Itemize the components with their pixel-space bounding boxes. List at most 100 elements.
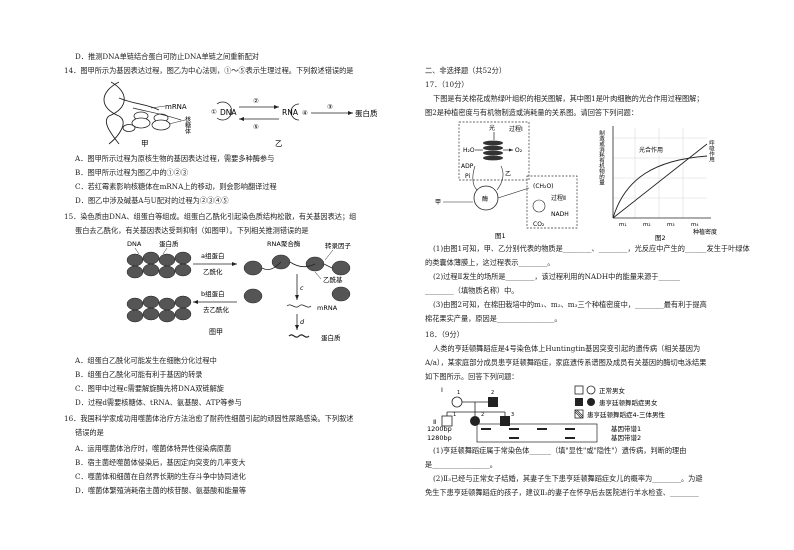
fig2-caption: 图2 [655, 234, 666, 242]
svg-text:m₁: m₁ [619, 222, 627, 228]
pedigree-i1 [451, 396, 463, 408]
q14-option-b: B．图甲所示过程为图乙中的①②③ [75, 168, 189, 177]
fig14-jia-caption: 甲 [141, 139, 149, 148]
pedigree-ii1 [441, 415, 453, 427]
svg-text:2: 2 [491, 390, 494, 396]
ribosome-drawing [122, 111, 171, 132]
fig14-dna: DNA [220, 108, 237, 117]
fig14-yi-caption: 乙 [275, 139, 283, 148]
legend-affected-male [575, 398, 583, 406]
q17-number: 17．（10分） [425, 80, 469, 89]
q17-part2: (2)过程Ⅱ发生的场所是________，该过程利用的NADH中的能量来源于__… [433, 272, 681, 281]
svg-text:乙: 乙 [505, 171, 511, 178]
q16-option-c: C．噬菌体和细菌在自然界长期的生存斗争中协同进化 [75, 472, 246, 481]
q17-intro-line1: 下图是有关棉花成熟绿叶组织的相关图解，其中图1是叶肉细胞的光合作用过程图解； [433, 94, 704, 103]
svg-text:1: 1 [453, 412, 456, 418]
svg-text:光合作用: 光合作用 [639, 146, 663, 154]
svg-text:①: ① [211, 108, 217, 116]
photosynthesis-curve [612, 155, 708, 219]
figure-15: DNA 蛋白质 a组蛋白 乙酰化 b组蛋白 去乙酰化 [126, 239, 352, 342]
fig14-ribosome-label: 核糖体 [184, 115, 191, 135]
q18-intro-line3: 如下图所示。回答下列问题： [425, 372, 519, 381]
fig2-ylabel: 制造或消耗有机物的量 [598, 129, 605, 187]
q18-part2: (2)Ⅱ₃已经与正常女子结婚，其妻子生下患亨廷顿舞蹈症女儿的概率为_______… [433, 474, 703, 483]
section-title: 二、非选择题（共52分） [425, 66, 507, 75]
svg-text:ADP: ADP [461, 163, 474, 170]
svg-text:乙酰化: 乙酰化 [203, 267, 223, 276]
protein-chain [288, 334, 310, 338]
q18-intro-line1: 人类的亨廷顿舞蹈症是4号染色体上Huntingtin基因突变引起的遗传病（相关基… [433, 344, 701, 353]
svg-text:RNA聚合酶: RNA聚合酶 [267, 239, 301, 248]
q16-stem-line1: 16．我国科学家成功用噬菌体治疗方法治愈了耐药性细菌引起的顽固性尿路感染。下列叙… [64, 414, 354, 423]
svg-text:d: d [300, 318, 305, 326]
fig1-caption: 图1 [495, 232, 506, 240]
svg-text:②: ② [253, 97, 259, 105]
svg-text:1200bp: 1200bp [427, 425, 452, 433]
svg-text:(CH₂O): (CH₂O) [533, 183, 554, 190]
fig14-mrna-label: mRNA [165, 103, 187, 111]
svg-text:呼吸作用: 呼吸作用 [708, 140, 715, 164]
mrna-wave [286, 304, 312, 308]
q17-intro-line2: 图2是种植密度与有机物制造或消耗量的关系图。请回答下列问题： [425, 108, 639, 117]
q18-part1: (1)亨廷顿舞蹈症属于常染色体______（填"显性"或"隐性"）遗传病，判断的… [433, 446, 687, 455]
svg-text:Pi: Pi [465, 173, 470, 180]
q14-stem: 14．图甲所示为基因表达过程，图乙为中心法则，①～⑤表示生理过程。下列叙述错误的… [64, 66, 354, 75]
q15-option-b: B．组蛋白乙酰化可能有利于基因的转录 [75, 370, 203, 379]
legend-normal-female [586, 385, 596, 395]
central-dogma-diagram: ① DNA ② ⑤ RNA ④ ③ 蛋白质 乙 [211, 97, 378, 148]
q14-option-c: C．若红霉素影响核糖体在mRNA上的移动，则会影响翻译过程 [75, 182, 277, 191]
pedigree-figure: Ⅰ 1 2 Ⅱ 1 2 3 正常男女 患亨廷顿舞蹈症男女 患亨廷顿舞蹈症4-三体… [427, 385, 665, 443]
svg-text:O₂: O₂ [515, 147, 523, 154]
svg-text:NADH: NADH [551, 211, 569, 218]
fig2-grid [613, 128, 707, 218]
svg-text:患亨廷顿舞蹈症男女: 患亨廷顿舞蹈症男女 [599, 398, 658, 407]
svg-text:CO₂: CO₂ [533, 221, 545, 228]
svg-text:m₃: m₃ [667, 222, 675, 228]
svg-text:mRNA: mRNA [317, 304, 338, 312]
q15-option-c: C．图甲中过程c需要解旋酶先将DNA双链解旋 [75, 384, 224, 393]
svg-text:患亨廷顿舞蹈症4-三体男性: 患亨廷顿舞蹈症4-三体男性 [587, 410, 665, 419]
q14-option-a: A．图甲所示过程为原核生物的基因表达过程，需要多种酶参与 [75, 154, 275, 163]
svg-text:正常男女: 正常男女 [599, 386, 626, 395]
q15-stem-line1: 15．染色质由DNA、组蛋白等组成。组蛋白乙酰化引起染色质结构松散，有关基因表达… [64, 212, 357, 221]
svg-text:乙酰基: 乙酰基 [323, 275, 343, 284]
compact-chromatin-2 [126, 295, 192, 323]
gel-box [476, 423, 598, 443]
svg-text:2: 2 [481, 412, 484, 418]
mrna-strand [132, 107, 182, 121]
svg-text:c: c [300, 284, 304, 292]
svg-text:去乙酰化: 去乙酰化 [203, 305, 230, 314]
fig2-xlabel: 种植密度 [693, 228, 717, 236]
q18-number: 18．（9分） [425, 330, 464, 339]
figure-14: mRNA 核糖体 甲 ① DNA ② ⑤ RNA ④ ③ 蛋白质 乙 [103, 81, 378, 148]
svg-text:⑤: ⑤ [253, 123, 259, 131]
q17-part3-cont: 棉花果实产量，原因是________________。 [425, 314, 562, 323]
svg-text:④: ④ [302, 109, 308, 117]
svg-text:H₂O: H₂O [463, 147, 475, 154]
q16-option-b: B．宿主菌经噬菌体侵染后，基因定向突变的几率变大 [75, 458, 246, 467]
svg-text:基因带谱1: 基因带谱1 [611, 424, 641, 433]
q18-intro-line2: A/a），某家庭部分成员患亨廷顿舞蹈症，家庭遗传系谱图及成员有关基因的酶切电泳结… [425, 358, 707, 367]
q16-stem-line2: 错误的是 [75, 428, 104, 437]
svg-text:b组蛋白: b组蛋白 [201, 289, 225, 298]
svg-text:转录因子: 转录因子 [325, 241, 352, 250]
svg-text:酶: 酶 [482, 195, 488, 203]
fig14-protein: 蛋白质 [355, 108, 378, 118]
svg-text:Ⅱ: Ⅱ [433, 418, 436, 426]
gel-bands [481, 428, 575, 439]
legend-fetus [574, 409, 584, 419]
svg-text:DNA: DNA [127, 240, 142, 248]
svg-text:③: ③ [327, 103, 333, 111]
svg-text:m₂: m₂ [643, 222, 651, 228]
pedigree-i2 [488, 397, 498, 407]
svg-text:1: 1 [457, 390, 460, 396]
fig15-caption: 图甲 [209, 328, 223, 336]
q17-part2-cont: ________（填物质名称）中。 [425, 286, 519, 295]
q17-part1: (1)由图1可知，甲、乙分别代表的物质是________、________，光反… [433, 244, 750, 253]
q16-option-a: A．运用噬菌体治疗时，噬菌体特异性侵染病原菌 [75, 444, 232, 453]
thylakoid-stack [483, 140, 503, 161]
q13-option-d: D．推测DNA单链结合蛋白可防止DNA单链之间重新配对 [75, 52, 259, 61]
q17-part3: (3)由图2可知，在棉田栽培中的m₁、m₂、m₃三个种植密度中，________… [433, 300, 707, 309]
q16-option-d: D．噬菌体繁殖消耗宿主菌的核苷酸、氨基酸和能量等 [75, 486, 247, 495]
